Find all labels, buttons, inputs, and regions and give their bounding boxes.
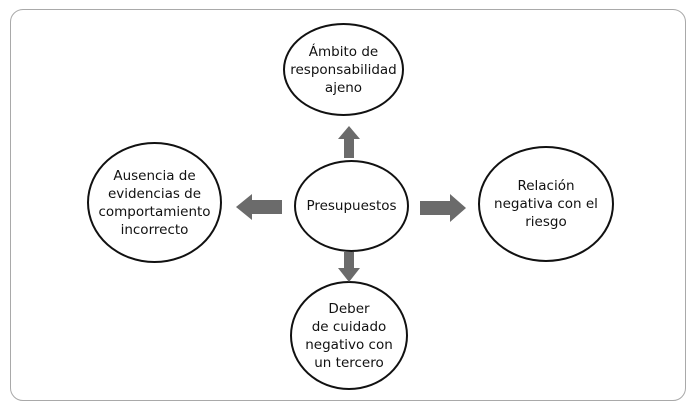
node-right: Relación negativa con el riesgo: [478, 146, 614, 262]
node-center-label: Presupuestos: [306, 198, 397, 214]
node-left-label: Ausencia de evidencias de comportamiento…: [98, 167, 211, 238]
arrow-up: [338, 126, 360, 158]
node-top-label: Ámbito de responsabilidad ajeno: [290, 43, 397, 96]
node-top: Ámbito de responsabilidad ajeno: [283, 23, 404, 116]
arrow-left: [236, 194, 282, 220]
node-bottom-label: Deber de cuidado negativo con un tercero: [305, 300, 393, 371]
arrow-right: [420, 194, 466, 222]
arrow-down: [338, 252, 360, 282]
node-bottom: Deber de cuidado negativo con un tercero: [290, 281, 408, 390]
node-left: Ausencia de evidencias de comportamiento…: [87, 142, 222, 263]
node-right-label: Relación negativa con el riesgo: [494, 178, 598, 230]
node-center: Presupuestos: [294, 160, 409, 252]
